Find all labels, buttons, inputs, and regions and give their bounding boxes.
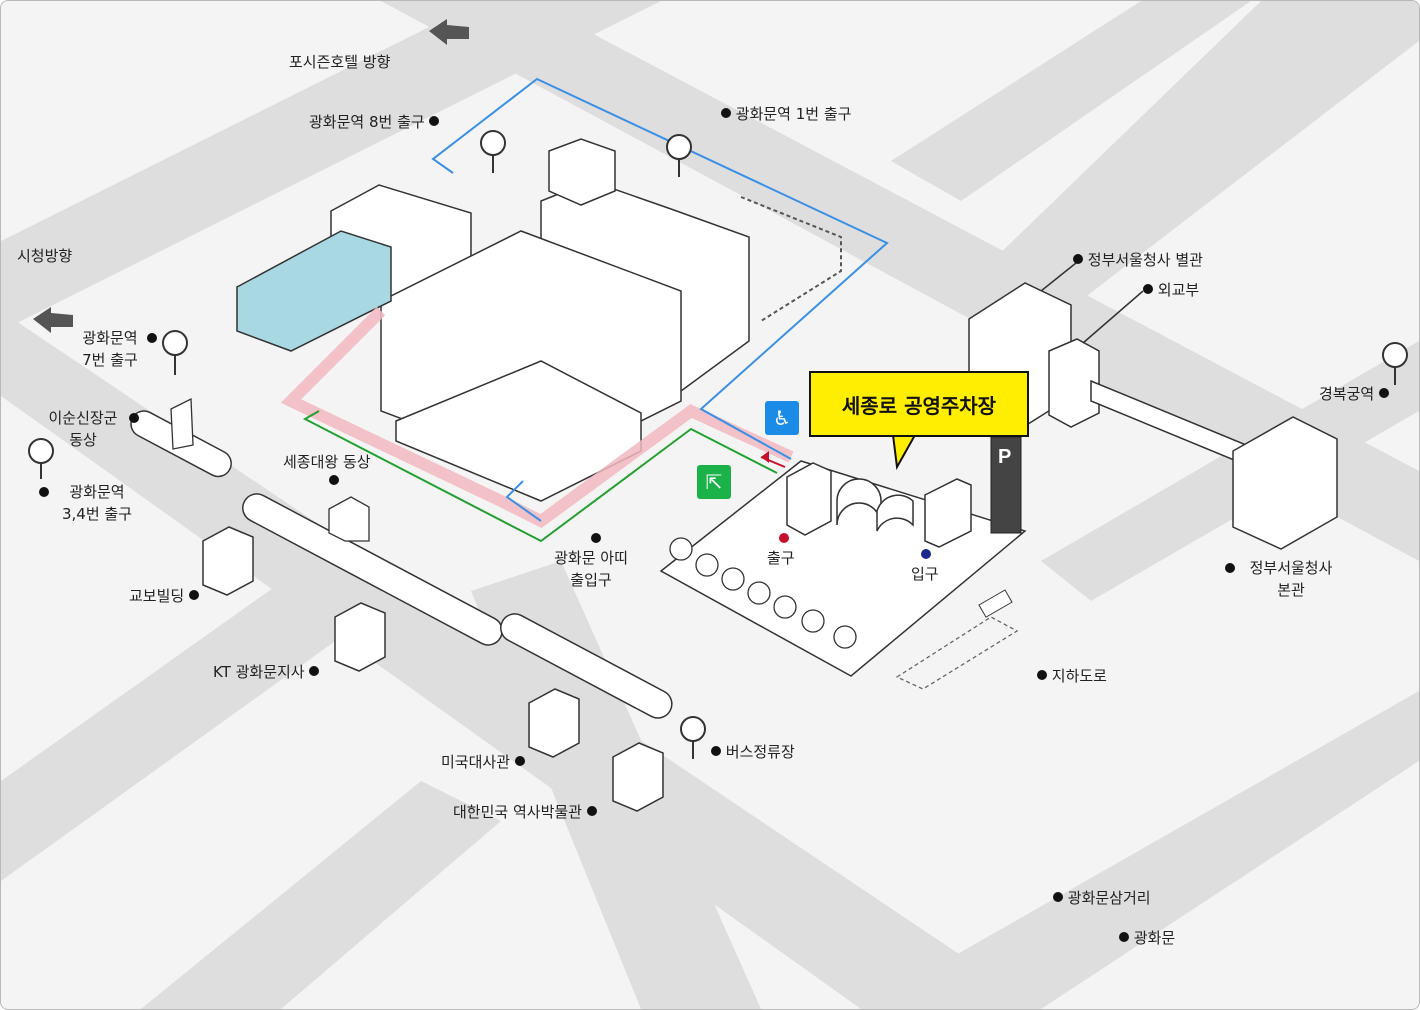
label-gov-main: 정부서울청사 본관 xyxy=(1231,557,1351,601)
label-text: 광화문 xyxy=(1133,929,1176,947)
label-gyeongbokgung: 경복궁역 xyxy=(1319,383,1389,405)
marker-dot xyxy=(1225,563,1235,573)
direction-arrow-icon xyxy=(33,307,73,333)
exit-marker-dot xyxy=(779,533,789,543)
label-text: 광화문역 1번 출구 xyxy=(735,105,852,123)
label-text: 광화문역 7번 출구 xyxy=(82,329,138,369)
direction-arrow-icon xyxy=(429,19,469,45)
marker-dot xyxy=(1143,284,1153,294)
svg-text:P: P xyxy=(998,446,1011,468)
label-text: 광화문삼거리 xyxy=(1067,889,1151,907)
accessible-route xyxy=(431,77,889,460)
label-text: 교보빌딩 xyxy=(129,587,185,605)
label-parking-exit: 출구 xyxy=(767,549,795,567)
marker-dot xyxy=(129,413,139,423)
emergency-exit-icon: ⇱ xyxy=(697,465,731,499)
label-exit8: 광화문역 8번 출구 xyxy=(309,111,440,133)
marker-dot xyxy=(514,756,525,766)
label-text: 정부서울청사 별관 xyxy=(1087,251,1203,269)
marker-dot xyxy=(188,590,199,600)
parking-sign-icon xyxy=(990,436,1022,534)
label-text: 대한민국 역사박물관 xyxy=(453,803,582,821)
label-bus-stop: 버스정류장 xyxy=(711,741,795,763)
marker-dot xyxy=(1053,892,1063,902)
label-text: 버스정류장 xyxy=(725,743,795,761)
marker-dot xyxy=(429,116,440,126)
label-text: 정부서울청사 본관 xyxy=(1249,559,1333,599)
marker-dot xyxy=(591,533,601,543)
label-samgeori: 광화문삼거리 xyxy=(1053,887,1151,909)
label-parking-entrance: 입구 xyxy=(911,565,939,583)
label-text: 경복궁역 xyxy=(1319,385,1375,403)
label-kyobo: 교보빌딩 xyxy=(129,585,199,607)
label-exit1: 광화문역 1번 출구 xyxy=(721,103,851,125)
label-text: 이순신장군 동상 xyxy=(48,409,118,449)
parking-name-callout: 세종로 공영주차장 xyxy=(809,371,1029,437)
label-kt: KT 광화문지사 xyxy=(213,661,320,683)
label-gov-annex: 정부서울청사 별관 xyxy=(1073,249,1203,271)
bus-stop-sign-icon xyxy=(28,130,1408,759)
wheelchair-icon: ♿ xyxy=(765,401,799,435)
label-text: 외교부 xyxy=(1157,281,1200,299)
exit-route xyxy=(302,410,778,543)
label-text: 광화문역 3,4번 출구 xyxy=(61,483,133,523)
label-gwanghwamun: 광화문 xyxy=(1119,927,1175,949)
marker-dot xyxy=(1378,388,1389,398)
label-text: KT 광화문지사 xyxy=(213,663,305,681)
marker-dot xyxy=(711,746,721,756)
label-text: 미국대사관 xyxy=(441,753,511,771)
marker-dot xyxy=(586,806,597,816)
label-us-embassy: 미국대사관 xyxy=(441,751,525,773)
label-exit7: 광화문역 7번 출구 xyxy=(65,327,155,371)
label-sejong-statue: 세종대왕 동상 xyxy=(283,453,371,471)
marker-dot xyxy=(1073,254,1083,264)
label-underpass: 지하도로 xyxy=(1037,665,1107,687)
label-museum: 대한민국 역사박물관 xyxy=(453,801,597,823)
label-text: 광화문 아띠 출입구 xyxy=(554,549,628,589)
label-exit34: 광화문역 3,4번 출구 xyxy=(49,481,145,525)
label-city-hall: 시청방향 xyxy=(17,247,73,265)
label-text: 광화문역 8번 출구 xyxy=(309,113,425,131)
walking-route xyxy=(280,306,794,529)
marker-dot xyxy=(721,108,731,118)
label-text: 지하도로 xyxy=(1051,667,1107,685)
label-arte: 광화문 아띠 출입구 xyxy=(531,547,651,591)
marker-dot xyxy=(147,333,157,343)
label-yi-sun-sin: 이순신장군 동상 xyxy=(35,407,131,451)
marker-dot xyxy=(329,475,339,485)
marker-dot xyxy=(309,666,320,676)
marker-dot xyxy=(39,487,49,497)
entrance-marker-dot xyxy=(921,549,931,559)
marker-dot xyxy=(1037,670,1047,680)
label-mofa: 외교부 xyxy=(1143,279,1199,301)
label-four-seasons: 포시즌호텔 방향 xyxy=(289,53,391,71)
marker-dot xyxy=(1119,932,1129,942)
